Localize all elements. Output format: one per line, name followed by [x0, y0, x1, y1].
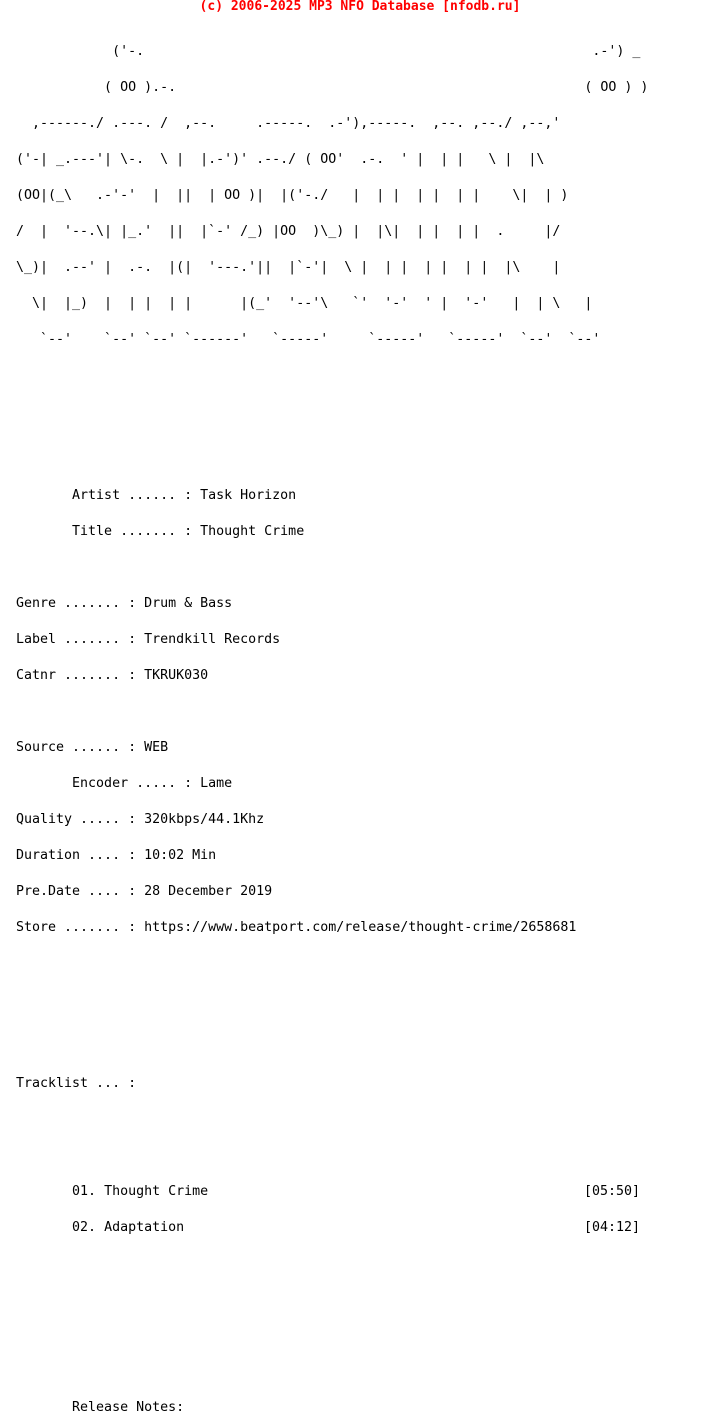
title-label: Title ....... : — [16, 524, 201, 539]
duration-value: 10:02 Min — [144, 848, 217, 863]
release-notes-heading: Release Notes: — [16, 1400, 185, 1415]
source-row: Source ...... : WEB — [16, 740, 648, 755]
catnr-row: Catnr ....... : TKRUK030 — [16, 668, 648, 683]
predate-value: 28 December 2019 — [144, 884, 273, 899]
encoder-row: Encoder ..... : Lame — [16, 776, 648, 791]
quality-label: Quality ..... : — [16, 812, 145, 827]
ascii-logo-line: ('-. .-') _ — [16, 44, 641, 59]
ascii-logo-line: ('-| _.---'| \-. \ | |.-')' .--./ ( OO' … — [16, 152, 545, 167]
catnr-label: Catnr ....... : — [16, 668, 145, 683]
source-label: Source ...... : — [16, 740, 145, 755]
track-length: [04:12] — [584, 1220, 641, 1235]
artist-value: Task Horizon — [200, 488, 297, 503]
artist-row: Artist ...... : Task Horizon — [16, 488, 648, 503]
encoder-value: Lame — [200, 776, 233, 791]
duration-row: Duration .... : 10:02 Min — [16, 848, 648, 863]
title-value: Thought Crime — [200, 524, 305, 539]
track-length: [05:50] — [584, 1184, 641, 1199]
catnr-value: TKRUK030 — [144, 668, 209, 683]
ascii-logo-line: (OO|(_\ .-'-' | || | OO )| |('-./ | | | … — [16, 188, 569, 203]
quality-value: 320kbps/44.1Khz — [144, 812, 265, 827]
source-value: WEB — [144, 740, 169, 755]
ascii-logo-line: \| |_) | | | | | |(_' '--'\ `' '-' ' | '… — [16, 296, 593, 311]
genre-value: Drum & Bass — [144, 596, 233, 611]
track-row: 02. Adaptation [04:12] — [16, 1220, 648, 1235]
nfo-document: ('-. .-') _ ( OO ).-. ( OO ) ) ,------./… — [16, 22, 648, 1426]
site-copyright-header: (c) 2006-2025 MP3 NFO Database [nfodb.ru… — [199, 0, 521, 14]
ascii-logo-line: \_)| .--' | .-. |(| '---.'|| |`-'| \ | |… — [16, 260, 561, 275]
track-number: 01. — [72, 1184, 97, 1199]
track-row: 01. Thought Crime [05:50] — [16, 1184, 648, 1199]
label-label: Label ....... : — [16, 632, 145, 647]
predate-label: Pre.Date .... : — [16, 884, 145, 899]
label-row: Label ....... : Trendkill Records — [16, 632, 648, 647]
encoder-label: Encoder ..... : — [16, 776, 201, 791]
ascii-logo-line: ,------./ .---. / ,--. .-----. .-'),----… — [16, 116, 561, 131]
track-number: 02. — [72, 1220, 97, 1235]
quality-row: Quality ..... : 320kbps/44.1Khz — [16, 812, 648, 827]
duration-label: Duration .... : — [16, 848, 145, 863]
ascii-logo-line: `--' `--' `--' `------' `-----' `-----' … — [16, 332, 601, 347]
track-name: Adaptation — [104, 1220, 185, 1235]
genre-label: Genre ....... : — [16, 596, 145, 611]
predate-row: Pre.Date .... : 28 December 2019 — [16, 884, 648, 899]
genre-row: Genre ....... : Drum & Bass — [16, 596, 648, 611]
artist-label: Artist ...... : — [16, 488, 201, 503]
title-row: Title ....... : Thought Crime — [16, 524, 648, 539]
ascii-logo-line: ( OO ).-. ( OO ) ) — [16, 80, 649, 95]
store-label: Store ....... : — [16, 920, 145, 935]
label-value: Trendkill Records — [144, 632, 281, 647]
track-name: Thought Crime — [104, 1184, 209, 1199]
ascii-logo-line: / | '--.\| |_.' || |`-' /_) |OO )\_) | |… — [16, 224, 561, 239]
store-url: https://www.beatport.com/release/thought… — [144, 920, 577, 935]
store-row: Store ....... : https://www.beatport.com… — [16, 920, 648, 935]
tracklist-heading: Tracklist ... : — [16, 1076, 137, 1091]
